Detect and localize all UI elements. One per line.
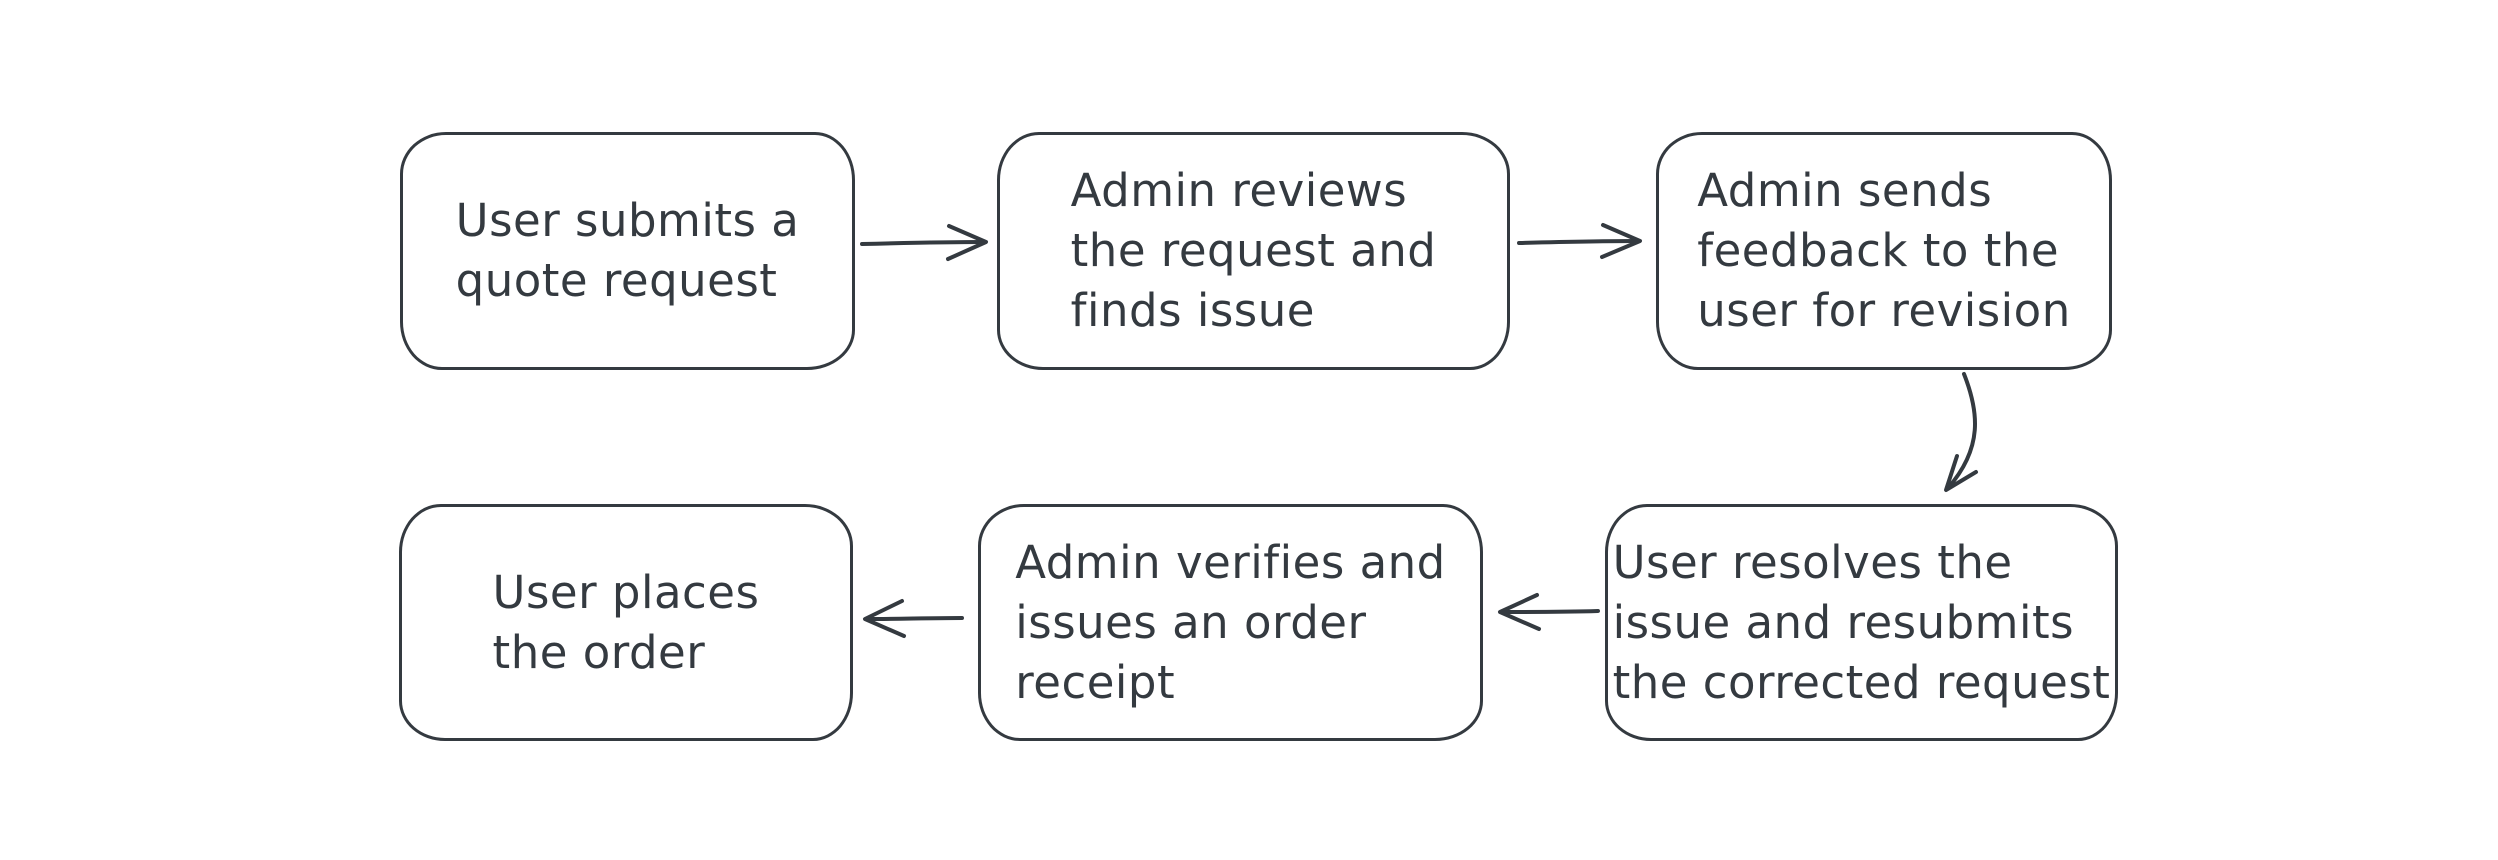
arrow-admin-verifies-to-user-places-order — [863, 599, 964, 638]
flow-node-label: User submits a quote request — [455, 194, 800, 307]
flow-node-label: User places the order — [492, 565, 760, 679]
flow-node-admin-sends-feedback: Admin sends feedback to the user for rev… — [1656, 132, 2112, 370]
arrow-user-submits-to-admin-reviews — [860, 224, 988, 261]
flow-node-user-submits-quote: User submits a quote request — [400, 132, 855, 370]
flow-node-label: User resolves the issue and resubmits th… — [1612, 535, 2111, 709]
flow-node-label: Admin verifies and issues an order recei… — [1015, 535, 1446, 709]
flow-node-label: Admin reviews the request and finds issu… — [1070, 164, 1437, 337]
flow-node-label: Admin sends feedback to the user for rev… — [1697, 164, 2071, 337]
flow-node-admin-reviews-request: Admin reviews the request and finds issu… — [997, 132, 1510, 370]
arrow-user-resolves-to-admin-verifies — [1498, 593, 1600, 631]
arrow-admin-reviews-to-admin-sends-feedback — [1517, 223, 1642, 259]
arrow-admin-sends-feedback-to-user-resolves — [1944, 372, 1978, 492]
flow-node-user-resolves-issue: User resolves the issue and resubmits th… — [1605, 504, 2118, 741]
flow-node-user-places-order: User places the order — [399, 504, 853, 741]
flow-node-admin-verifies-receipt: Admin verifies and issues an order recei… — [978, 504, 1483, 741]
